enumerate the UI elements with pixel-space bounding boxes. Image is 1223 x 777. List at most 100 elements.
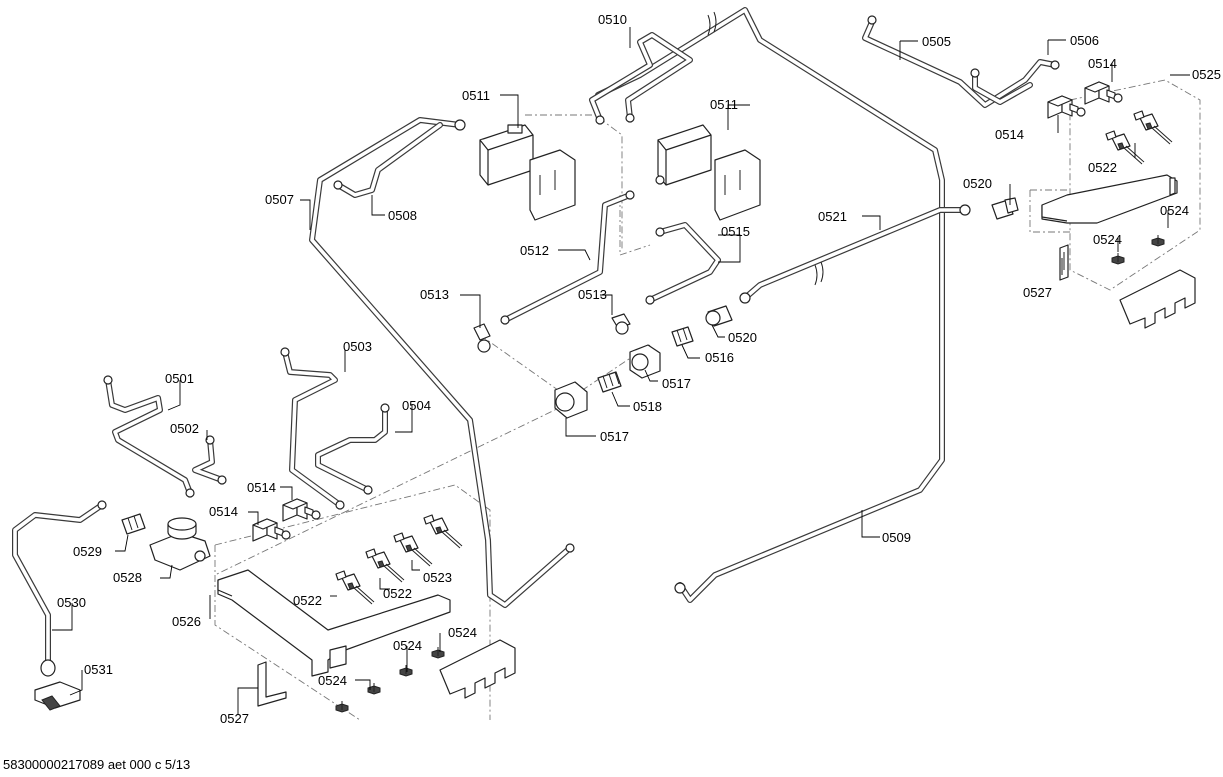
break-marks [707, 11, 824, 286]
connector-0531 [34, 659, 81, 711]
drawing-reference-caption: 58300000217089 aet 000 c 5/13 [3, 757, 191, 772]
pipe-0507 [309, 117, 573, 608]
label-0527-left: 0527 [220, 711, 249, 726]
pipe-0506 [972, 72, 1033, 105]
bracket-0511-right [714, 149, 761, 221]
pipe-0510 [589, 32, 693, 123]
fitting-0513-b [611, 313, 631, 335]
label-0524-left-b: 0524 [393, 638, 422, 653]
pipe-nuts [97, 15, 1060, 594]
label-0510: 0510 [598, 12, 627, 27]
injector-0523-a [423, 514, 463, 549]
bracket-0527-left [257, 661, 287, 707]
label-0512: 0512 [520, 243, 549, 258]
label-0530: 0530 [57, 595, 86, 610]
regulator-0528 [149, 517, 211, 571]
pipe-0504 [315, 405, 388, 493]
label-0522-left-b: 0522 [383, 586, 412, 601]
label-0524-right-a: 0524 [1160, 203, 1189, 218]
label-0511-right: 0511 [710, 97, 738, 112]
pipe-0503 [282, 349, 343, 508]
label-0522-left-a: 0522 [293, 593, 322, 608]
parts [34, 15, 1196, 713]
label-0514-left-a: 0514 [247, 480, 276, 495]
nipple-0516 [671, 326, 694, 347]
clip-bracket-right [1119, 269, 1196, 329]
label-0522-right: 0522 [1088, 160, 1117, 175]
assembly-lines [214, 79, 1201, 721]
bracket-0527-right [1059, 244, 1069, 281]
nipple-0518 [597, 371, 622, 393]
label-0511-left: 0511 [462, 88, 490, 103]
regulator-0511-right [655, 124, 712, 186]
pipe-0501 [105, 377, 193, 496]
label-0517-lower: 0517 [600, 429, 629, 444]
label-0516: 0516 [705, 350, 734, 365]
label-0501: 0501 [165, 371, 194, 386]
adapter-0520-upper [991, 197, 1019, 220]
adapter-0520-lower [705, 305, 733, 327]
label-0524-left-a: 0524 [448, 625, 477, 640]
label-0521: 0521 [818, 209, 847, 224]
manifold-0526 [217, 569, 451, 677]
tee-0517-lower [554, 381, 588, 419]
label-0524-left-c: 0524 [318, 673, 347, 688]
label-0507: 0507 [265, 192, 294, 207]
screw-0524-r1 [1151, 234, 1165, 247]
manifold-0525 [1041, 174, 1178, 224]
injector-0522-left-a [365, 548, 405, 583]
pipe-0530 [12, 502, 105, 663]
label-0509: 0509 [882, 530, 911, 545]
screw-0524-l4 [335, 700, 349, 713]
regulator-0511-left [479, 124, 534, 186]
leader-lines [52, 27, 1190, 715]
label-0506: 0506 [1070, 33, 1099, 48]
injector-0522-left-b [335, 570, 375, 605]
pipe-0505 [862, 19, 1058, 108]
nipple-0529 [121, 513, 146, 535]
label-0524-right-b: 0524 [1093, 232, 1122, 247]
label-0502: 0502 [170, 421, 199, 436]
label-0503: 0503 [343, 339, 372, 354]
screw-0524-r2 [1111, 252, 1125, 265]
label-0527-right: 0527 [1023, 285, 1052, 300]
bracket-0511-left [529, 149, 576, 221]
label-0514-top: 0514 [1088, 56, 1117, 71]
label-0520-upper: 0520 [963, 176, 992, 191]
injector-0523-b [393, 532, 433, 567]
tee-0517-upper [629, 344, 661, 379]
label-0517-upper: 0517 [662, 376, 691, 391]
pipe-0509 [595, 7, 945, 603]
label-0531: 0531 [84, 662, 113, 677]
screw-0524-l2 [399, 664, 413, 677]
pipe-0515 [647, 222, 721, 303]
label-0513-left: 0513 [420, 287, 449, 302]
screw-0524-l1 [431, 646, 445, 659]
label-0529: 0529 [73, 544, 102, 559]
fitting-0513-a [473, 323, 491, 353]
label-0514-mid: 0514 [995, 127, 1024, 142]
pipe-0502 [192, 437, 225, 483]
pipe-0512 [502, 192, 633, 323]
valve-0514-mid-right [1047, 95, 1086, 119]
label-0520-lower: 0520 [728, 330, 757, 345]
label-0505: 0505 [922, 34, 951, 49]
label-0518: 0518 [633, 399, 662, 414]
pipe-0521 [742, 207, 968, 301]
label-0514-left-b: 0514 [209, 504, 238, 519]
label-0504: 0504 [402, 398, 431, 413]
label-0513-right: 0513 [578, 287, 607, 302]
callout-labels: 0510 0505 0506 0514 0525 0511 0511 0514 … [57, 12, 1221, 726]
label-0508: 0508 [388, 208, 417, 223]
valve-0514-top-right [1084, 81, 1123, 105]
clip-bracket-left [439, 639, 516, 699]
label-0523: 0523 [423, 570, 452, 585]
pipe-0508 [335, 122, 443, 198]
pipes [12, 7, 1058, 663]
label-0525: 0525 [1192, 67, 1221, 82]
injector-0522-right-a [1133, 110, 1173, 145]
label-0526: 0526 [172, 614, 201, 629]
label-0515: 0515 [721, 224, 750, 239]
label-0528: 0528 [113, 570, 142, 585]
